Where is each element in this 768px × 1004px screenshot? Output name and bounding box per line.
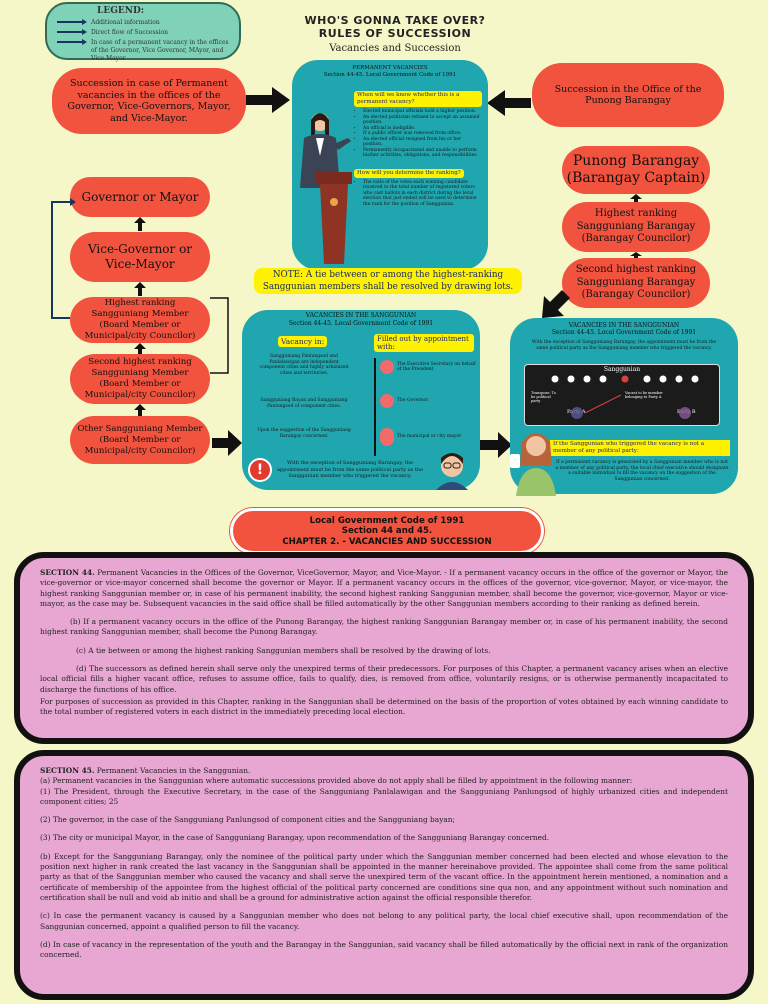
second-barangay-box: Second highest ranking Sangguniang Baran… [562, 258, 710, 308]
section-44-b: (b) If a permanent vacancy occurs in the… [40, 617, 728, 637]
section-44-panel: SECTION 44. Permanent Vacancies in the O… [14, 552, 754, 744]
appointee-row-2: The Governor [380, 394, 476, 408]
arrow-down-left-icon [542, 290, 570, 318]
woman-teacher-illustration [510, 433, 556, 496]
legend-item-additional: Additional information [57, 19, 231, 27]
section-45-c: (c) In case the permanent vacancy is cau… [40, 911, 728, 931]
vice-governor-box: Vice-Governor or Vice-Mayor [70, 232, 210, 282]
legend-item-direct: Direct flow of Succession [57, 29, 231, 37]
governor-avatar-icon [380, 394, 394, 408]
arrow-left-icon [487, 90, 531, 116]
arrow-right-icon [480, 432, 512, 458]
section-44-d: (d) The successors as defined herein sha… [40, 664, 728, 694]
president-avatar-icon [380, 360, 394, 374]
section-45-a2: (2) The governor, in the case of the San… [40, 815, 456, 825]
highest-barangay-box: Highest ranking Sangguniang Barangay (Ba… [562, 202, 710, 252]
barangay-succession-box: Succession in the Office of the Punong B… [532, 63, 724, 127]
arrow-up-icon [134, 343, 146, 355]
code-banner: Local Government Code of 1991 Section 44… [230, 508, 544, 554]
man-avatar-illustration [436, 453, 468, 490]
legend-item-vacancy: In case of a permanent vacancy in the of… [57, 39, 231, 63]
arrow-up-icon [630, 194, 642, 204]
sanggunian-diagram: Sanggunian Transpose: To be political pa… [524, 364, 720, 426]
additional-connectors [51, 198, 229, 374]
page-title: WHO'S GONNA TAKE OVER? RULES OF SUCCESSI… [304, 14, 486, 40]
sanggunian-vacancies-panel: VACANCIES IN THE SANGGUNIAN Section 44-4… [242, 310, 480, 490]
permanent-question: When will we know whether this is a perm… [354, 91, 482, 107]
vacancy-in-label: Vacancy in: [278, 336, 328, 347]
section-44-ranking: For purposes of succession as provided i… [40, 696, 728, 717]
ranking-answer: The ratio of the votes each winning cand… [363, 180, 482, 208]
exception-note: With the exception of Sangguniang Barang… [276, 460, 424, 479]
section-45-panel: SECTION 45. Permanent Vacancies in the S… [14, 750, 754, 1000]
ranking-question: How will you determine the ranking? [354, 168, 464, 178]
section-45-b: (b) Except for the Sangguniang Barangay,… [40, 851, 728, 902]
party-arrows-icon [571, 394, 691, 419]
vacancy-row-3: Upon the suggestion of the Sangguniang B… [257, 428, 351, 439]
members-icon [551, 375, 699, 383]
legend: LEGEND: Additional information Direct fl… [45, 2, 241, 63]
appointee-row-3: The municipal or city mayor [380, 428, 476, 446]
section-45-a3: (3) The city or municipal Mayor, in the … [40, 833, 550, 843]
section-44-c: (c) A tie between or among the highest r… [76, 645, 491, 655]
section-45-a1: (1) The President, through the Executive… [40, 786, 728, 806]
warning-icon: ! [248, 458, 272, 482]
arrow-up-icon [134, 282, 146, 296]
tie-note: NOTE: A tie between or among the highest… [254, 268, 522, 294]
governor-succession-box: Succession in case of Permanent vacancie… [52, 68, 246, 134]
appointee-row-1: The Executive Secretary on behalf of the… [380, 360, 476, 374]
mayor-avatar-icon [380, 428, 394, 446]
section-45-title: SECTION 45. Permanent Vacancies in the S… [40, 766, 251, 775]
podium-woman-illustration [300, 113, 352, 264]
party-intro: With the exception of Sangguniang Barang… [531, 340, 717, 351]
permanent-vacancies-panel: PERMANENT VACANCIES Section 44-45. Local… [292, 60, 488, 270]
no-party-highlight: If the Sanggunian who triggered the vaca… [550, 440, 730, 456]
punong-barangay-box: Punong Barangay (Barangay Captain) [562, 146, 710, 194]
divider [374, 358, 376, 456]
other-sanggunian-box: Other Sangguniang Member (Board Member o… [70, 416, 210, 464]
vacancy-row-2: Sangguniang Bayan and Sangguniang Panlun… [260, 398, 348, 409]
arrow-right-icon [57, 19, 87, 25]
permanent-bullets: Elected municipal officials hold a highe… [354, 109, 482, 159]
arrow-up-icon [134, 217, 146, 231]
arrow-right-icon [57, 29, 87, 35]
page-subtitle: Vacancies and Succession [329, 43, 461, 54]
arrow-up-icon [134, 404, 146, 416]
no-party-body: If a permanent vacancy is generated by a… [555, 460, 729, 482]
section-45-d: (d) In case of vacancy in the representa… [40, 939, 728, 960]
governor-or-mayor-box: Governor or Mayor [70, 177, 210, 217]
section-45-a: (a) Permanent vacancies in the Sanggunia… [40, 776, 633, 786]
second-sanggunian-box: Second highest ranking Sangguniang Membe… [70, 354, 210, 404]
arrow-right-icon [246, 87, 290, 113]
filled-out-label: Filled out by appointment with: [374, 334, 474, 352]
arrow-right-icon [57, 39, 87, 45]
vacancy-row-1: Sangguniang Panlungsod and Panlalawigan … [259, 354, 349, 376]
highest-sanggunian-box: Highest ranking Sangguniang Member (Boar… [70, 297, 210, 343]
legend-title: LEGEND: [97, 6, 145, 16]
arrow-up-icon [630, 252, 642, 260]
section-44-intro: SECTION 44. Permanent Vacancies in the O… [40, 568, 728, 608]
arrow-right-icon [212, 430, 242, 456]
